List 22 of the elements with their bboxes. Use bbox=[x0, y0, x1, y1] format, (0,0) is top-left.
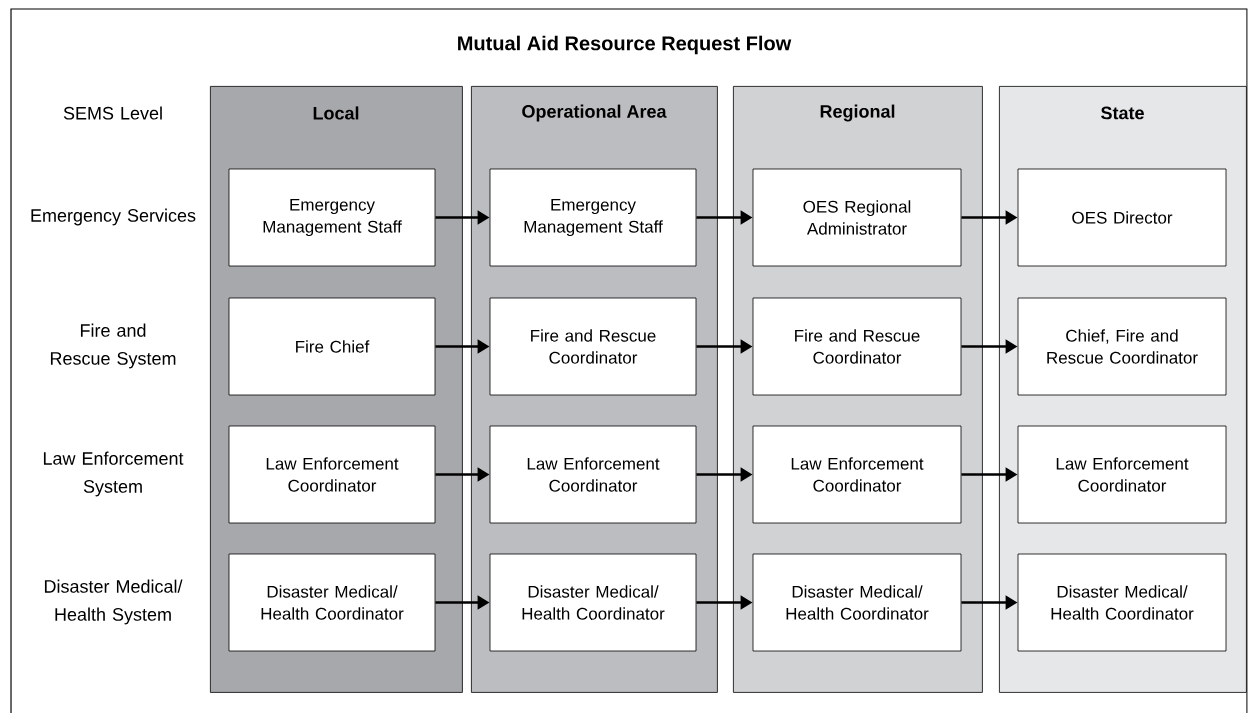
role-box: Fire Chief bbox=[228, 297, 436, 396]
role-box: OES Regional Administrator bbox=[752, 168, 962, 267]
row-label: Disaster Medical/ Health System bbox=[44, 579, 183, 625]
role-box: Fire and Rescue Coordinator bbox=[489, 297, 697, 396]
row-label: SEMS Level bbox=[63, 106, 162, 120]
role-box: OES Director bbox=[1017, 168, 1227, 267]
role-box: Law Enforcement Coordinator bbox=[228, 425, 436, 524]
role-box: Disaster Medical/ Health Coordinator bbox=[489, 553, 697, 652]
role-box: Law Enforcement Coordinator bbox=[489, 425, 697, 524]
role-box: Chief, Fire and Rescue Coordinator bbox=[1017, 297, 1227, 396]
role-box: Emergency Management Staff bbox=[489, 168, 697, 267]
row-label: Fire and Rescue System bbox=[50, 323, 176, 369]
role-box: Law Enforcement Coordinator bbox=[1017, 425, 1227, 524]
row-label: Emergency Services bbox=[31, 208, 196, 226]
title: Mutual Aid Resource Request Flow bbox=[458, 35, 792, 55]
role-box: Emergency Management Staff bbox=[228, 168, 436, 267]
role-box: Fire and Rescue Coordinator bbox=[752, 297, 962, 396]
row-label: Law Enforcement System bbox=[43, 451, 184, 497]
role-box: Law Enforcement Coordinator bbox=[752, 425, 962, 524]
role-box: Disaster Medical/ Health Coordinator bbox=[228, 553, 436, 652]
role-box: Disaster Medical/ Health Coordinator bbox=[1017, 553, 1227, 652]
role-box: Disaster Medical/ Health Coordinator bbox=[752, 553, 962, 652]
